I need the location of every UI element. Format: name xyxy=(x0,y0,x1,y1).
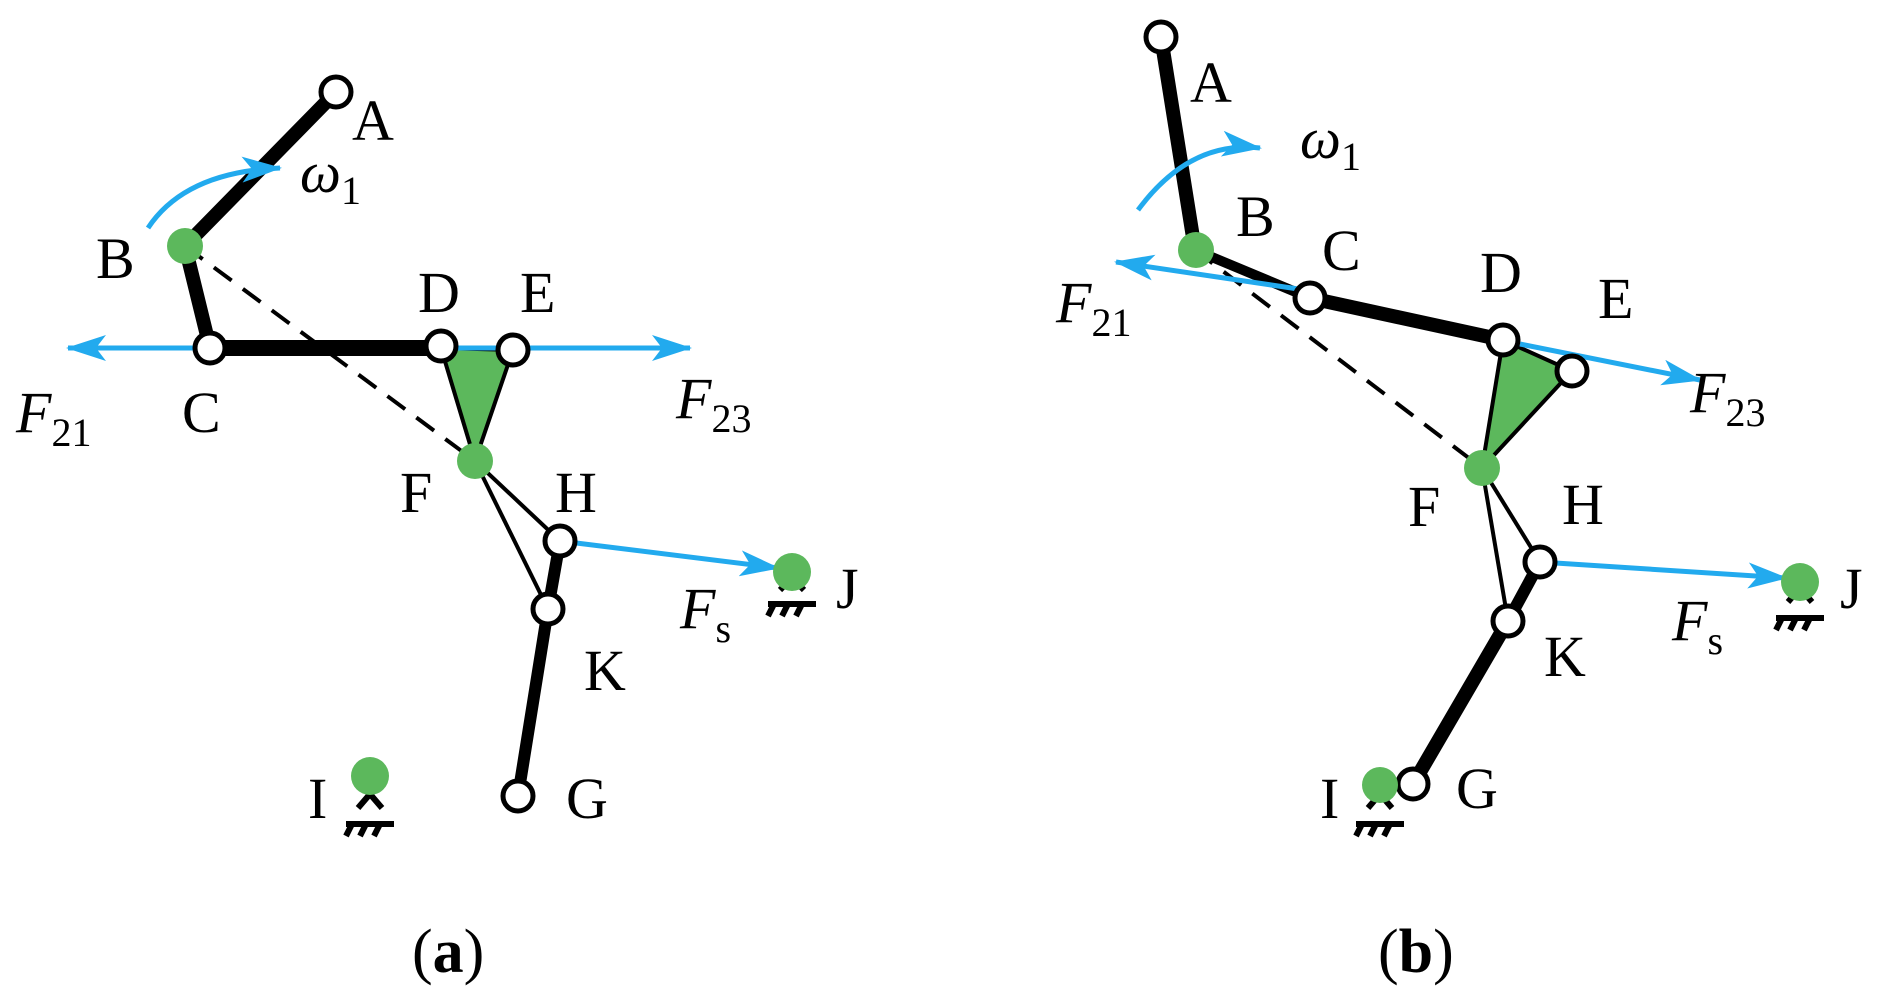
force-arrow-fs xyxy=(1539,559,1788,589)
fixed-pivot-i xyxy=(1362,767,1398,803)
joint-g xyxy=(1395,766,1431,802)
links xyxy=(1154,30,1546,791)
joint-c xyxy=(1292,280,1328,316)
link-fh xyxy=(473,459,562,543)
label-h: H xyxy=(555,460,597,525)
triangle-def xyxy=(1478,337,1576,475)
joint-d xyxy=(1485,322,1521,358)
label-a: A xyxy=(352,88,394,153)
fixed-pivot-f xyxy=(457,443,493,479)
label-c: C xyxy=(1322,218,1361,283)
fixed-pivot-b xyxy=(167,228,203,264)
joint-k xyxy=(530,591,566,627)
joint-h xyxy=(542,523,578,559)
joint-g xyxy=(500,778,536,814)
joint-c xyxy=(192,330,228,366)
caption-a: (a) xyxy=(412,918,484,986)
label-e: E xyxy=(520,260,555,325)
joint-e xyxy=(495,332,531,368)
joint-e xyxy=(1554,353,1590,389)
thin-links xyxy=(1480,466,1542,622)
label-g: G xyxy=(1456,756,1498,821)
label-fs: Fs xyxy=(679,576,731,651)
link-fk xyxy=(473,460,550,610)
label-i: I xyxy=(1320,766,1339,831)
label-k: K xyxy=(1544,624,1586,689)
omega-arrow xyxy=(145,156,282,230)
force-arrow-f23 xyxy=(1519,341,1702,386)
ground-symbol-i xyxy=(343,789,394,838)
label-e: E xyxy=(1598,266,1633,331)
links xyxy=(178,85,566,802)
fixed-pivot-f xyxy=(1464,450,1500,486)
label-omega: ω1 xyxy=(1300,106,1361,179)
label-j: J xyxy=(1840,556,1863,621)
panel-b: A B C D E F H K G I J ω1 F21 F23 Fs (b) xyxy=(1055,19,1863,986)
joint-h xyxy=(1522,544,1558,580)
joint-d xyxy=(423,328,459,364)
force-arrow-fs xyxy=(559,538,780,577)
label-f21: F21 xyxy=(15,380,91,455)
fixed-pivot-j xyxy=(773,553,811,591)
fixed-pivot-j xyxy=(1781,563,1819,601)
label-f: F xyxy=(400,460,432,525)
label-j: J xyxy=(836,556,859,621)
omega-arrow xyxy=(1135,130,1262,212)
label-h: H xyxy=(1562,472,1604,537)
label-i: I xyxy=(308,766,327,831)
label-fs: Fs xyxy=(1671,588,1723,663)
joint-a xyxy=(1143,19,1179,55)
fixed-pivot-b xyxy=(1178,232,1214,268)
link-fh xyxy=(1480,466,1542,564)
label-f23: F23 xyxy=(675,366,751,441)
link-kg xyxy=(1406,614,1515,791)
joint-k xyxy=(1490,603,1526,639)
label-b: B xyxy=(96,226,135,291)
label-f21: F21 xyxy=(1055,270,1131,345)
link-kg xyxy=(512,603,554,802)
label-b: B xyxy=(1236,184,1275,249)
caption-b: (b) xyxy=(1378,918,1454,986)
link-ab xyxy=(1154,30,1202,257)
thin-links xyxy=(473,459,562,610)
panel-a: A B C D E F H K G I J ω1 F21 F23 Fs (a) xyxy=(15,74,859,986)
label-f23: F23 xyxy=(1689,360,1765,435)
dashed-line-bf xyxy=(1193,248,1484,470)
label-f: F xyxy=(1408,474,1440,539)
label-c: C xyxy=(182,380,221,445)
label-k: K xyxy=(584,638,626,703)
link-fk xyxy=(1480,467,1510,622)
link-cd xyxy=(1303,291,1510,347)
joint-a xyxy=(318,74,354,110)
force-arrow-f21 xyxy=(1114,254,1306,293)
label-a: A xyxy=(1190,50,1232,115)
fixed-pivot-i xyxy=(351,757,389,795)
ground-symbol-i xyxy=(1353,789,1404,838)
label-g: G xyxy=(566,766,608,831)
label-omega: ω1 xyxy=(300,140,361,213)
label-d: D xyxy=(1480,240,1522,305)
label-d: D xyxy=(418,260,460,325)
